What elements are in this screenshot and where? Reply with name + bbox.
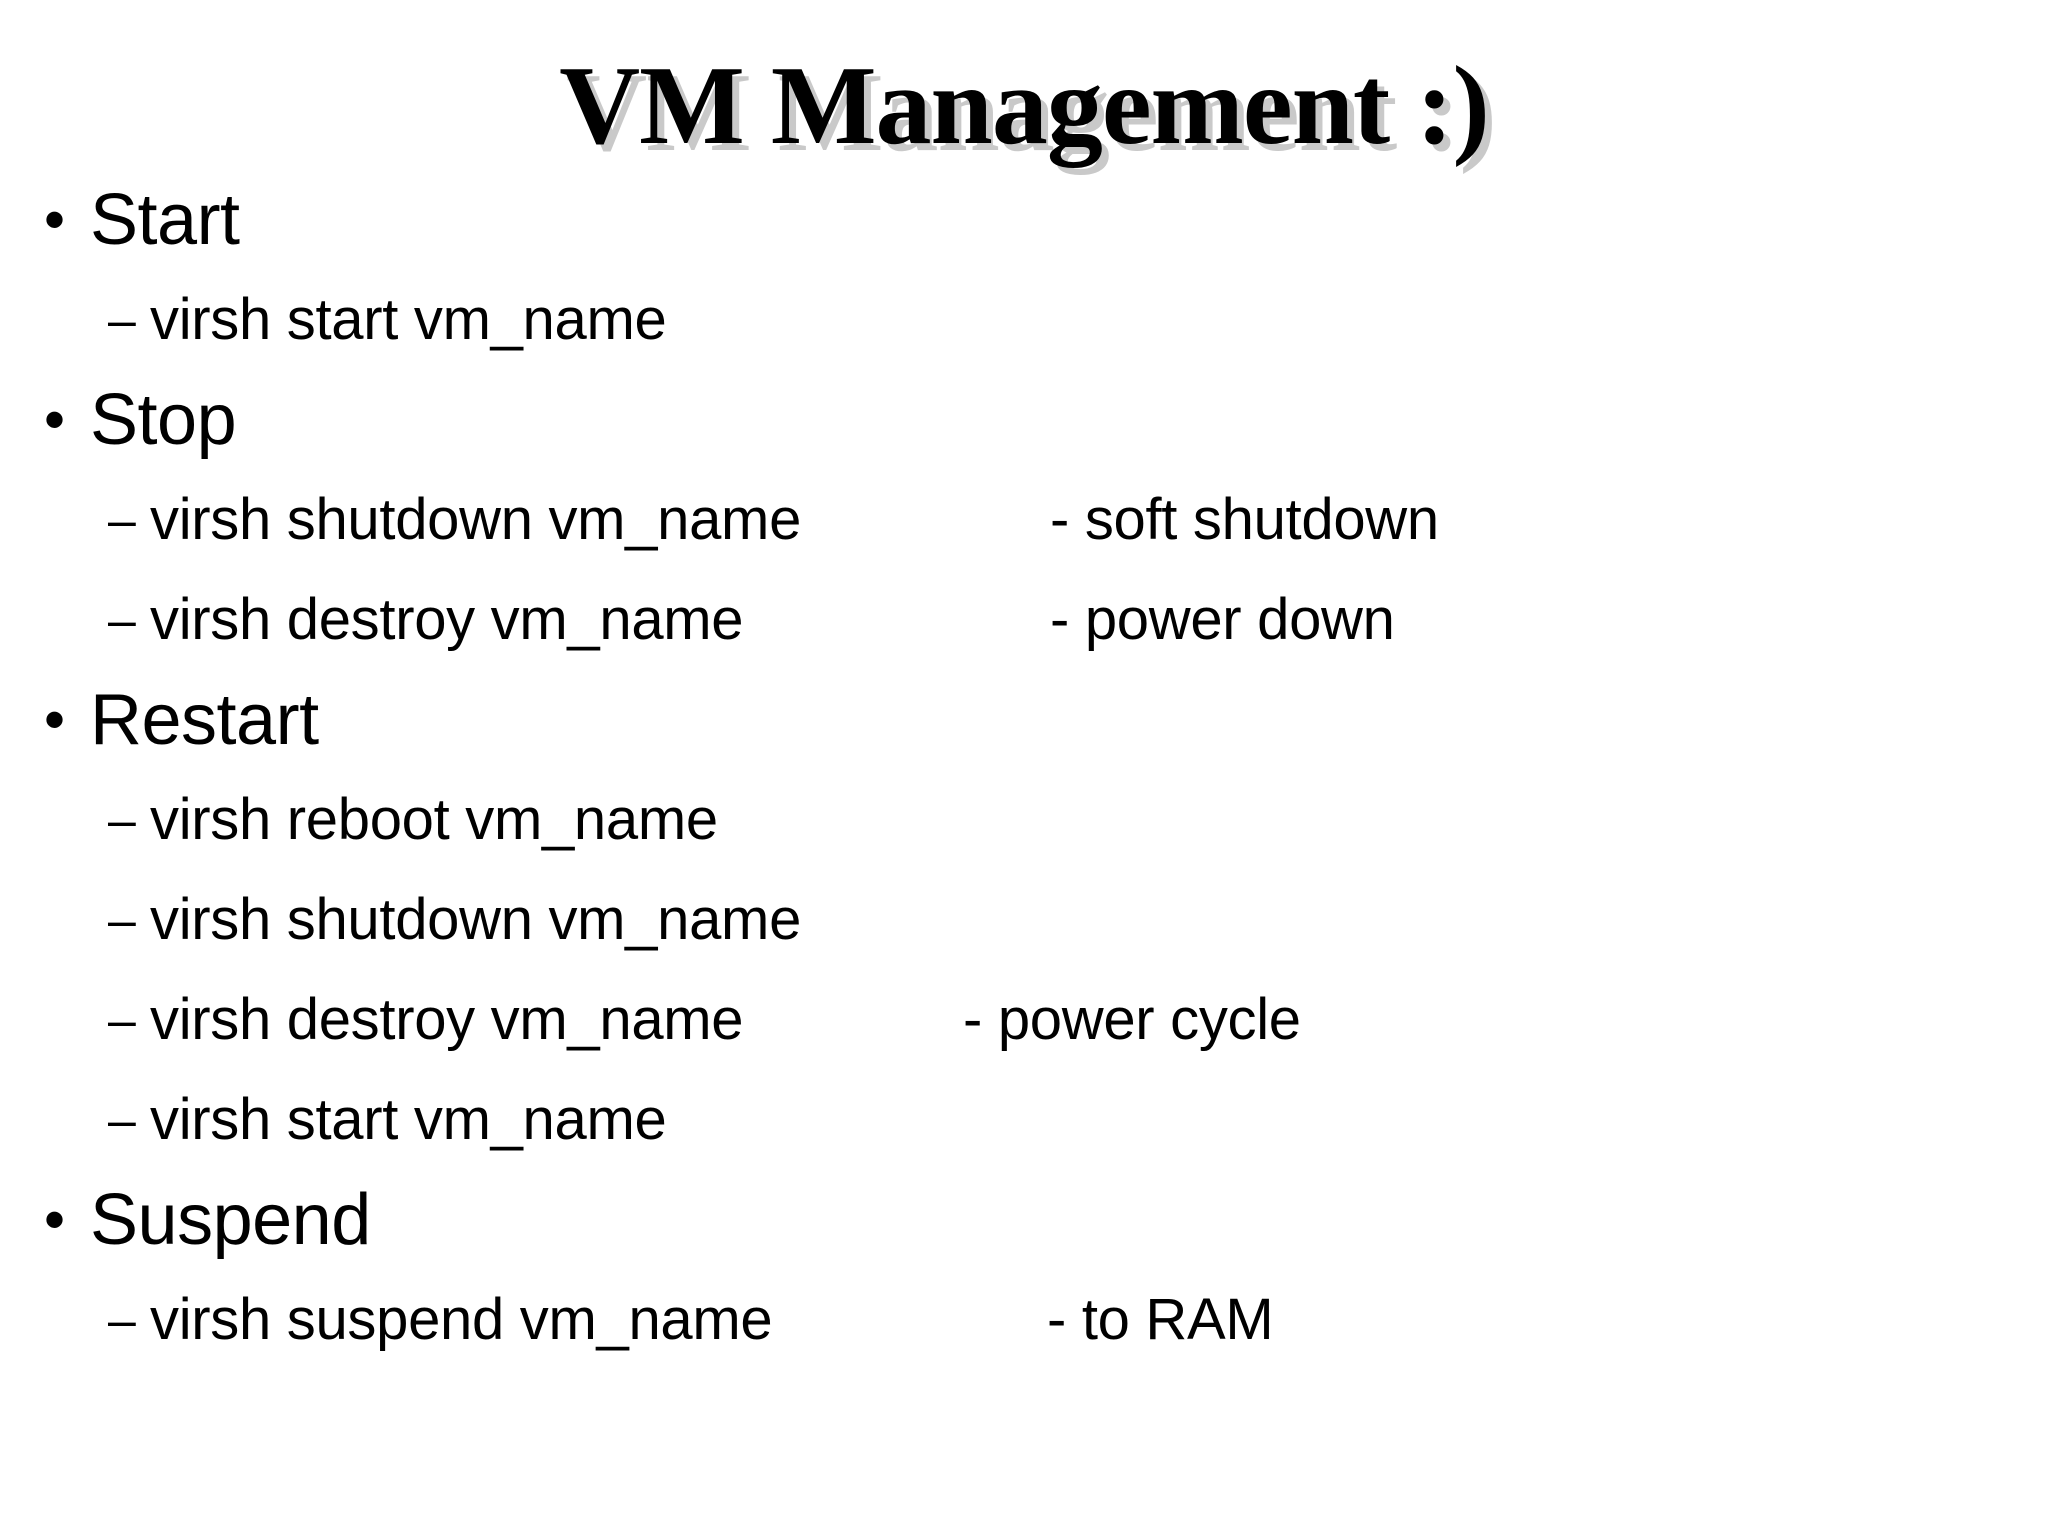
bullet-item-level2: –virsh shutdown vm_name xyxy=(0,870,2048,970)
command-text: virsh start vm_name xyxy=(150,287,667,352)
bullet-dot-icon: • xyxy=(44,686,66,753)
bullet-dash-icon: – xyxy=(108,892,136,948)
command-annotation: - power down xyxy=(1050,587,1395,652)
bullet-item-level2: –virsh shutdown vm_name - soft shutdown xyxy=(0,470,2048,570)
bullet-dash-icon: – xyxy=(108,292,136,348)
bullet-dash-icon: – xyxy=(108,492,136,548)
bullet-item-level1: • Start xyxy=(0,170,2048,270)
bullet-label-level1: Start xyxy=(90,180,240,260)
bullet-item-level2: –virsh start vm_name xyxy=(0,270,2048,370)
bullet-item-level2: –virsh start vm_name xyxy=(0,1070,2048,1170)
slide-body-list: •Start–virsh start vm_name•Stop–virsh sh… xyxy=(0,170,2048,1370)
bullet-dash-icon: – xyxy=(108,1092,136,1148)
bullet-item-level2: –virsh suspend vm_name - to RAM xyxy=(0,1270,2048,1370)
bullet-dot-icon: • xyxy=(44,1186,66,1253)
bullet-item-level2: –virsh reboot vm_name xyxy=(0,770,2048,870)
command-text: virsh reboot vm_name xyxy=(150,787,718,852)
bullet-dash-icon: – xyxy=(108,592,136,648)
bullet-dash-icon: – xyxy=(108,1292,136,1348)
bullet-dot-icon: • xyxy=(44,186,66,253)
command-annotation: - to RAM xyxy=(1047,1287,1274,1352)
command-text: virsh suspend vm_name xyxy=(150,1287,773,1352)
command-annotation: - power cycle xyxy=(963,987,1301,1052)
bullet-dot-icon: • xyxy=(44,386,66,453)
bullet-item-level1: • Stop xyxy=(0,370,2048,470)
command-text: virsh destroy vm_name xyxy=(150,987,744,1052)
slide-title: VM Management :) xyxy=(559,44,1490,168)
command-text: virsh start vm_name xyxy=(150,1087,667,1152)
bullet-dash-icon: – xyxy=(108,992,136,1048)
bullet-label-level1: Stop xyxy=(90,380,237,460)
bullet-item-level2: –virsh destroy vm_name - power cycle xyxy=(0,970,2048,1070)
command-annotation: - soft shutdown xyxy=(1050,487,1439,552)
bullet-label-level1: Suspend xyxy=(90,1180,371,1260)
bullet-item-level1: • Suspend xyxy=(0,1170,2048,1270)
command-text: virsh shutdown vm_name xyxy=(150,887,802,952)
bullet-label-level1: Restart xyxy=(90,680,319,760)
bullet-item-level1: • Restart xyxy=(0,670,2048,770)
bullet-item-level2: –virsh destroy vm_name - power down xyxy=(0,570,2048,670)
command-text: virsh destroy vm_name xyxy=(150,587,744,652)
command-text: virsh shutdown vm_name xyxy=(150,487,802,552)
bullet-dash-icon: – xyxy=(108,792,136,848)
